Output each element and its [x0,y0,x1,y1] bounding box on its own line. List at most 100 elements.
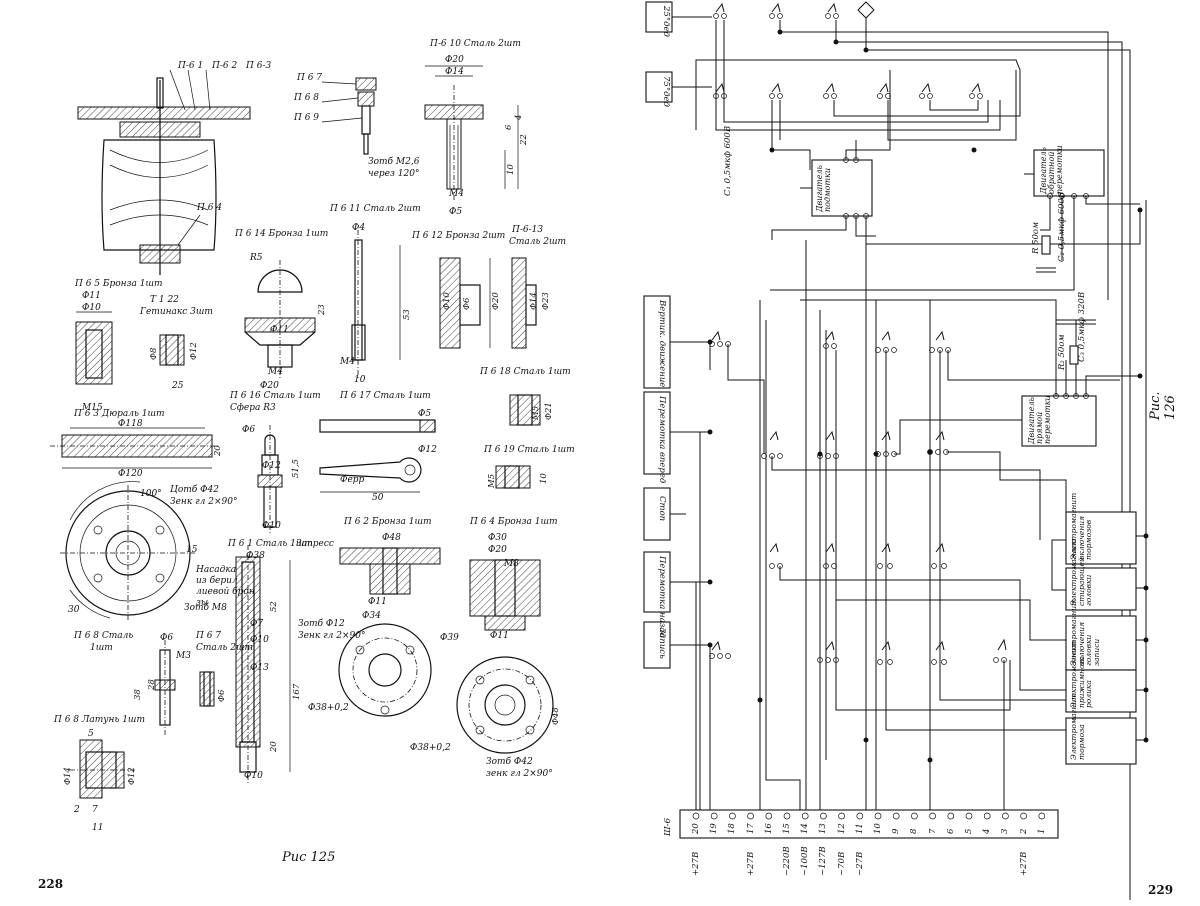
label-p6-2-title: П 6 2 Бронза 1шт [344,517,432,527]
part-t1-22 [159,334,185,366]
motor-label-3: Двигатель прямой перемотки [1027,395,1052,444]
label-p6-12-d10: Φ10 [442,292,452,310]
label-p6-19-m5: M5 [487,473,497,488]
label-p6-13-d23: Φ23 [541,292,551,310]
label-p6-10-6: 6 [504,124,514,130]
terminal-pin-number: 18 [727,823,738,834]
wiring-diagram [643,1,1149,900]
label-p6-1-zapress: Запресс [296,539,334,549]
label-p6-1-d10: Φ10 [250,635,269,645]
part-p6-3-side [50,427,220,469]
label-p6-10-10: 10 [506,164,516,175]
terminal-pin-voltage: ~220В [782,846,792,876]
label-p6-9: П 6 9 [294,113,320,123]
solenoid-3 [1065,615,1137,671]
label-p6-18: П 6 18 Сталь 1шт [480,367,571,377]
part-p6-2 [338,547,441,717]
label-p6-3: П 6-3 [246,61,272,71]
terminal-pin-number: 13 [818,823,829,834]
label-p6-14: П 6 14 Бронза 1шт [235,229,329,239]
box-forward [643,391,671,475]
box-label-forward: Перемотка вперед [657,396,667,484]
terminal-pin-16 [765,812,773,820]
terminal-pin-number: 7 [927,828,938,834]
terminal-pin-1 [1038,812,1046,820]
label-t1-22a: Т 1 22 [150,295,179,305]
terminal-pin-4 [983,812,991,820]
label-p6-17-note: Ферр [340,475,365,485]
top-box-75: 75°дед [661,76,671,107]
box-label-stop: Стоп [657,496,667,522]
terminal-pin-number: 17 [745,823,756,834]
label-p6-16-515: 51,5 [291,459,301,478]
label-p6-7-title2: Сталь 2шт [196,643,254,653]
label-p6-11: П 6 11 Сталь 2шт [330,204,421,214]
left-page: П-6 1 П-6 2 П 6-3 П 6 4 П 6 5 Бронза 1шт… [38,39,575,892]
part-p6-8-brass [70,739,135,799]
terminal-pin-voltage: ~70В [836,851,847,876]
part-p6-8-steel [154,640,176,735]
label-p6-1-d38: Φ38 [246,551,265,561]
label-p6-8b-title: П 6 8 Латунь 1шт [54,715,145,725]
label-p6-10-m4: M4 [449,189,464,199]
label-p6-13b: Сталь 2шт [509,237,567,247]
label-p6-3-20: 20 [213,445,223,456]
label-p6-7: П 6 7 [297,73,323,83]
terminal-pin-20 [692,812,700,820]
terminal-pin-2 [1020,812,1027,820]
label-p6-10-note2: через 120° [368,169,420,179]
label-p6-10: П-6 10 Сталь 2шт [430,39,521,49]
label-p6-4-d30: Φ30 [488,533,507,543]
label-p6-3-note1: Цотб Φ42 [170,485,219,495]
part-p6-3-plan [60,481,195,620]
label-p6-3-angle3: 15 [186,545,198,555]
label-p6-8-m3: M3 [176,651,191,661]
label-p6-11-53: 53 [402,309,412,320]
motor-2 [1033,149,1105,197]
label-p6-1-note1: Насадка [196,565,237,575]
box-label-record: Запись [657,628,667,659]
connector-name: Ш-6 [663,818,673,836]
terminal-pin-number: 4 [982,828,993,834]
terminal-pin-voltage: +27В [691,851,701,876]
terminal-pin-number: 6 [945,828,956,834]
label-p6-1: П-6 1 [178,61,204,71]
label-p6-2-note2: Зенк гл 2×90° [298,631,366,641]
label-p6-1-52: 52 [269,601,279,612]
label-p6-5-m15: M15 [82,403,103,413]
terminal-pin-number: 11 [854,823,865,834]
terminal-pin-number: 20 [691,823,701,834]
relay-contact-grid [709,330,1007,665]
label-p6-14-d11: Φ11 [270,325,289,335]
label-p6-14-23: 23 [317,304,327,315]
terminal-pin-number: 9 [891,828,902,834]
label-p6-19: П 6 19 Сталь 1шт [484,445,575,455]
label-p6-3-angle1: 100° [140,489,162,499]
solenoid-5 [1065,717,1137,765]
terminal-pin-number: 14 [800,823,811,834]
label-p6-16a: П 6 16 Сталь 1шт [230,391,321,401]
label-p6-4-m8: M8 [504,559,519,569]
label-p6-4-note1: Зотб Φ42 [486,757,533,767]
label-p6-4-d11: Φ11 [490,631,509,641]
label-p6-3-angle2: 30 [68,605,80,615]
label-p6-1-167: 167 [292,683,302,700]
label-p6-8: П 6 8 [294,93,320,103]
mechanical-drawing [50,65,554,799]
label-p6-1-note3: лиевой брон [196,587,255,597]
terminal-pin-7 [929,812,936,820]
part-p6-14 [244,260,316,380]
part-p6-7-steel [199,671,215,707]
label-p6-1-d7: Φ7 [250,619,264,629]
part-p6-18 [509,394,541,426]
label-p6-3-title: П 6 3 Дюраль 1шт [74,409,165,419]
label-p6-4-d20: Φ20 [488,545,507,555]
solenoid-label-5: Электромагнит тормоза [1069,692,1086,760]
small-parts-678 [321,77,377,155]
terminal-pin-13 [820,812,827,820]
label-p6-14-r5: R5 [250,253,263,263]
label-p6-8-28: 28 [147,679,157,690]
part-p6-4 [456,559,554,754]
terminal-pin-17 [747,812,754,820]
label-p6-8-d6: Φ6 [160,633,174,643]
